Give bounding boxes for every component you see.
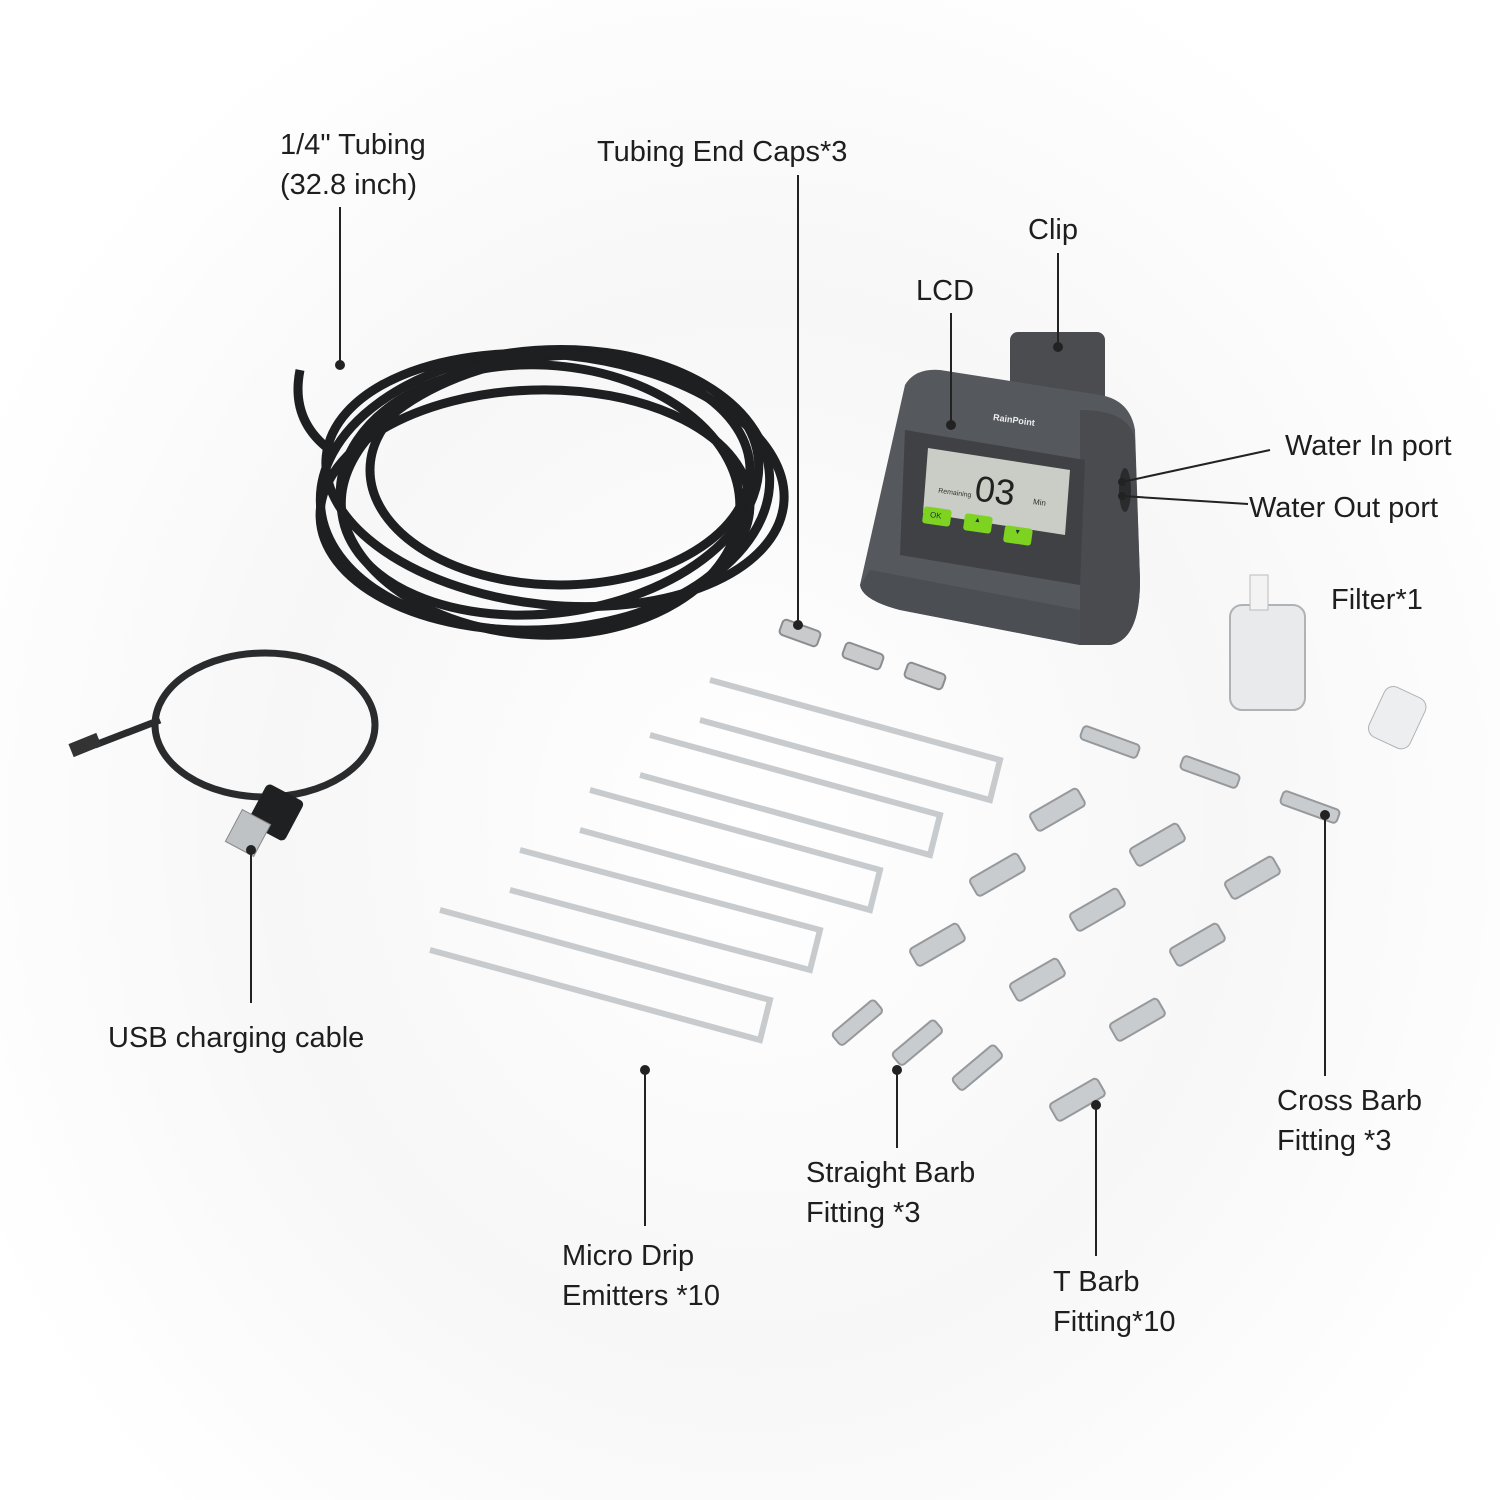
label-emitters-line1: Micro Drip bbox=[562, 1240, 695, 1272]
leader-lines bbox=[246, 175, 1330, 1256]
label-end-caps: Tubing End Caps*3 bbox=[597, 136, 848, 168]
lcd-value: 03 bbox=[972, 467, 1018, 514]
label-filter: Filter*1 bbox=[1331, 584, 1423, 616]
label-straight-barb: Straight Barb Fitting *3 bbox=[806, 1153, 975, 1233]
tubing-coil bbox=[293, 344, 789, 640]
filter bbox=[1229, 574, 1427, 750]
label-emitters-line2: Emitters *10 bbox=[562, 1280, 720, 1312]
label-water-in: Water In port bbox=[1285, 430, 1452, 462]
label-cross-line2: Fitting *3 bbox=[1277, 1125, 1392, 1157]
ok-button: OK bbox=[929, 510, 943, 521]
label-usb: USB charging cable bbox=[108, 1022, 365, 1054]
timer-device bbox=[860, 332, 1140, 645]
label-t-barb-line2: Fitting*10 bbox=[1053, 1306, 1176, 1338]
label-straight-line2: Fitting *3 bbox=[806, 1197, 921, 1229]
end-caps bbox=[778, 618, 947, 691]
label-straight-line1: Straight Barb bbox=[806, 1157, 976, 1189]
label-emitters: Micro Drip Emitters *10 bbox=[562, 1236, 720, 1316]
label-lcd: LCD bbox=[916, 275, 975, 307]
label-tubing-line1: 1/4" Tubing bbox=[280, 129, 426, 161]
label-clip: Clip bbox=[1028, 214, 1078, 246]
label-cross-line1: Cross Barb bbox=[1277, 1085, 1423, 1117]
barb-fittings bbox=[831, 725, 1341, 1122]
down-button: ▼ bbox=[1013, 528, 1022, 537]
drip-emitters bbox=[429, 677, 1004, 1044]
label-tubing: 1/4" Tubing (32.8 inch) bbox=[280, 125, 426, 205]
up-button: ▲ bbox=[973, 516, 982, 525]
label-tubing-line2: (32.8 inch) bbox=[280, 169, 418, 201]
label-t-barb: T Barb Fitting*10 bbox=[1053, 1262, 1176, 1342]
lcd-unit: Min bbox=[1032, 497, 1047, 508]
label-cross-barb: Cross Barb Fitting *3 bbox=[1277, 1081, 1422, 1161]
label-t-barb-line1: T Barb bbox=[1053, 1266, 1140, 1298]
label-water-out: Water Out port bbox=[1249, 492, 1439, 524]
usb-cable bbox=[68, 649, 379, 858]
